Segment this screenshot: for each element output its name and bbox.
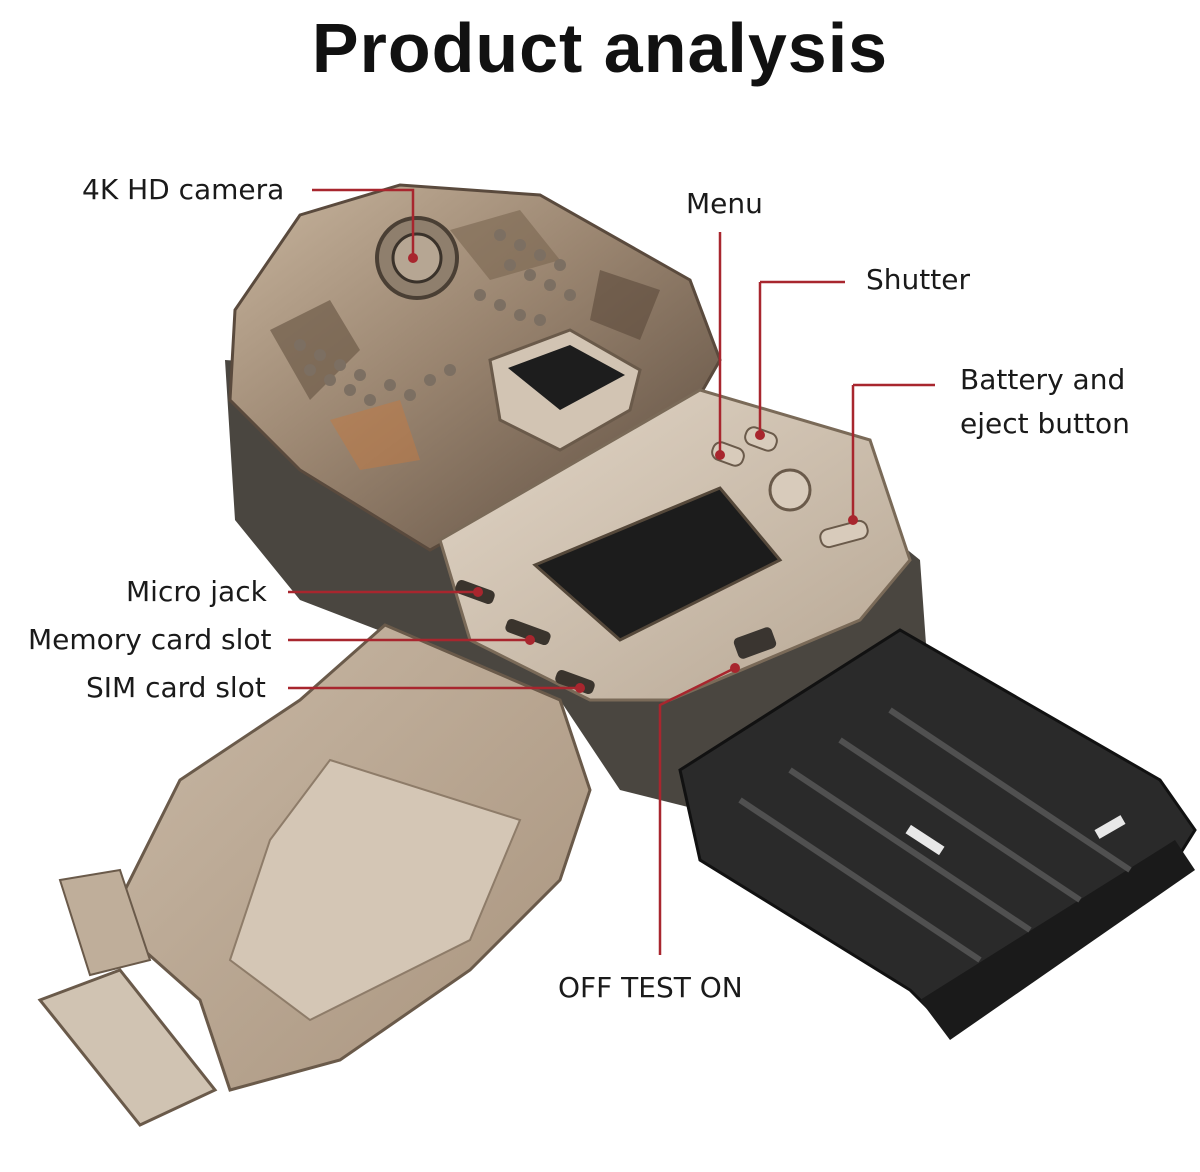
leader-switch xyxy=(658,666,736,955)
label-shutter: Shutter xyxy=(866,263,970,296)
mode-switch xyxy=(733,627,777,659)
label-switch: OFF TEST ON xyxy=(558,971,743,1004)
ir-led-array xyxy=(294,229,576,406)
leader-shutter xyxy=(758,280,845,435)
label-battery-line2: eject button xyxy=(960,407,1130,440)
lid-inner xyxy=(228,758,522,1022)
camo-patch xyxy=(330,400,420,470)
memory-card-port xyxy=(505,618,551,646)
leader-lines xyxy=(288,188,935,955)
lid-latch xyxy=(37,968,218,1127)
pir-sensor-glass xyxy=(508,345,625,410)
battery-tray-front xyxy=(920,840,1195,1040)
camo-patch xyxy=(270,300,360,400)
battery-contact xyxy=(905,824,945,856)
label-micro-jack: Micro jack xyxy=(126,575,267,608)
label-camera: 4K HD camera xyxy=(82,173,285,206)
label-battery-line1: Battery and xyxy=(960,363,1126,396)
direction-pad xyxy=(768,468,812,512)
label-menu: Menu xyxy=(686,187,763,220)
leader-battery xyxy=(851,383,935,520)
lcd-screen xyxy=(532,486,783,642)
page-title: Product analysis xyxy=(311,9,889,87)
camo-patch xyxy=(450,210,560,280)
leader-dots xyxy=(408,253,858,693)
camo-patch xyxy=(590,270,660,340)
lid-latch-clip xyxy=(58,868,152,977)
label-memory-card: Memory card slot xyxy=(28,623,272,656)
battery-eject-button xyxy=(819,519,869,549)
label-sim-card: SIM card slot xyxy=(86,671,266,704)
battery-contact xyxy=(1094,815,1126,839)
battery-slots xyxy=(738,707,1132,963)
leader-camera xyxy=(312,188,415,258)
